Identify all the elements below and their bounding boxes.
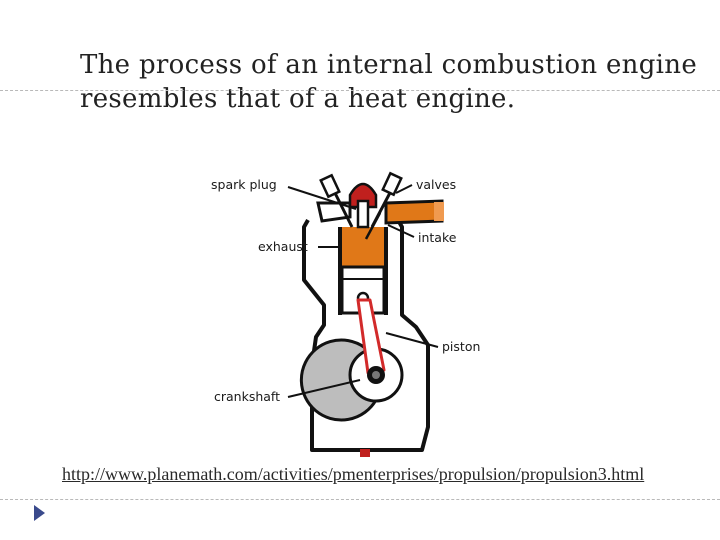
valve-right-icon — [364, 171, 403, 240]
combustion-chamber — [342, 227, 384, 267]
label-exhaust: exhaust — [258, 239, 308, 254]
label-crankshaft: crankshaft — [214, 389, 280, 404]
drain-plug — [360, 449, 370, 457]
leader-crankshaft — [287, 379, 361, 398]
valve-left-icon — [319, 173, 354, 228]
source-link[interactable]: http://www.planemath.com/activities/pmen… — [62, 464, 645, 484]
footer-divider — [0, 499, 720, 500]
leader-intake — [387, 224, 415, 238]
label-spark-plug: spark plug — [211, 177, 277, 192]
spark-plug-icon — [348, 182, 378, 209]
connecting-rod — [356, 298, 386, 375]
intake-port — [384, 199, 444, 225]
spark-plug-body — [356, 199, 370, 229]
intake-flow — [434, 202, 444, 221]
slide-title: The process of an internal combustion en… — [80, 50, 698, 114]
crank-pin-center — [372, 371, 380, 379]
title-divider — [0, 90, 720, 91]
engine-diagram: spark plug valves exhaust intake piston … — [200, 165, 500, 460]
leader-spark-plug — [287, 186, 357, 210]
label-valves: valves — [416, 177, 456, 192]
leader-valves — [395, 184, 413, 194]
triangle-bullet-icon — [34, 505, 45, 521]
engine-diagram-svg: spark plug valves exhaust intake piston … — [211, 171, 480, 457]
leader-piston — [385, 332, 439, 348]
label-piston: piston — [442, 339, 480, 354]
label-intake: intake — [418, 230, 457, 245]
